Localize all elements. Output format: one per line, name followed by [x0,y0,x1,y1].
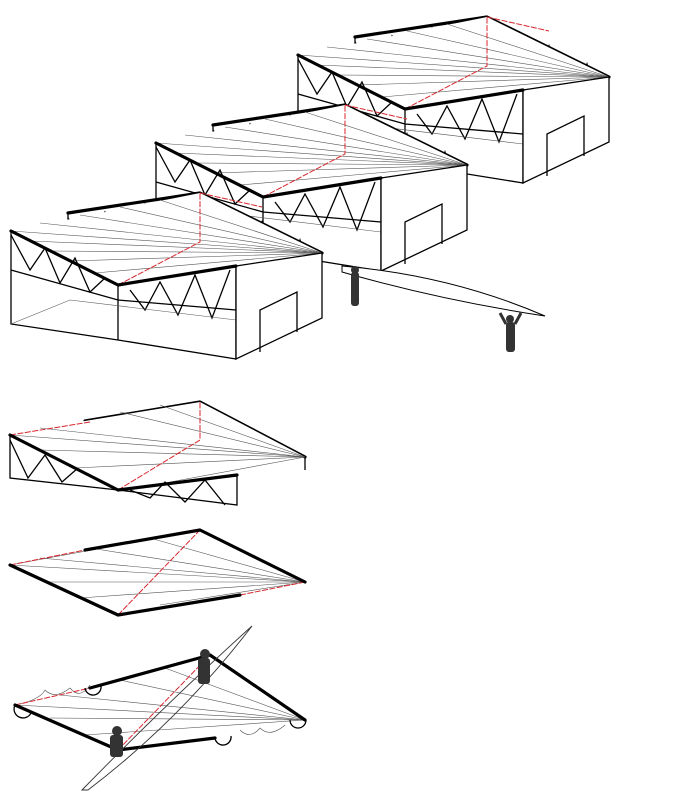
roof-panel-carried [341,265,546,317]
roof-surface-panel [8,528,307,617]
person-figure-3 [198,649,210,684]
person-figure-2 [498,312,523,352]
exploded-roof-with-trusses [8,400,307,506]
roof-assembly-stage [13,625,307,791]
person-figure-1 [351,266,359,306]
person-figure-4 [110,726,123,757]
